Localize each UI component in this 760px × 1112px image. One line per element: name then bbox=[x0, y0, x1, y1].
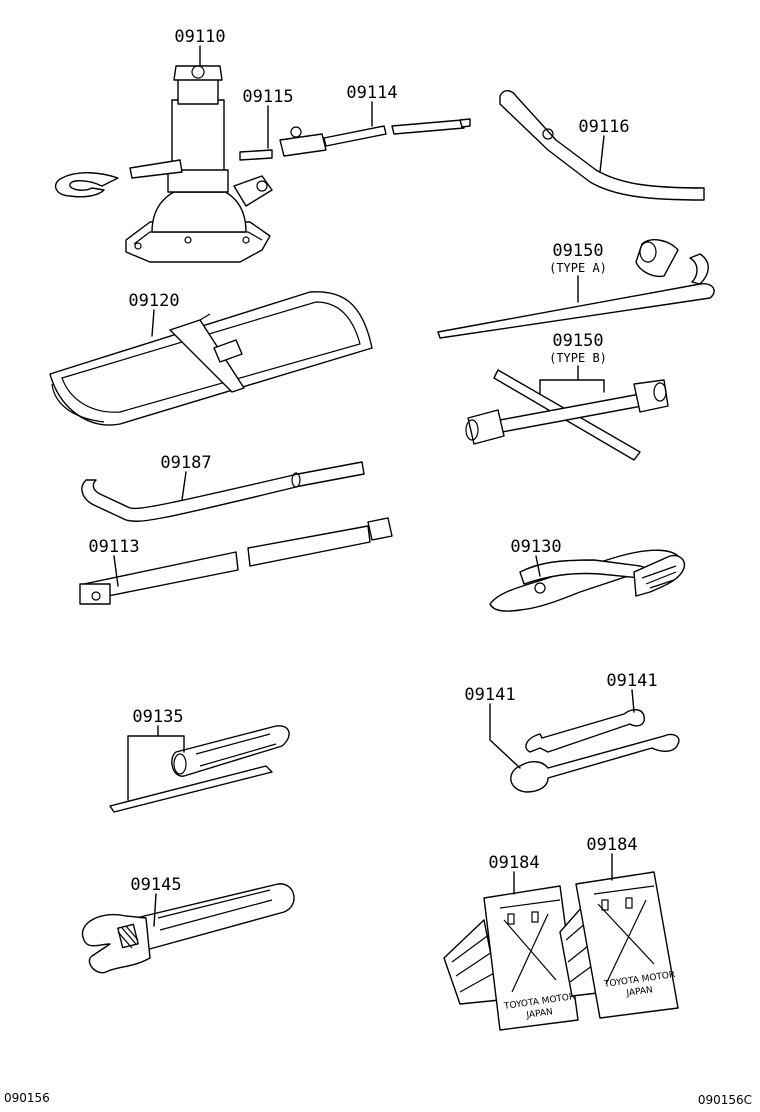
tool-bag-drawing bbox=[49, 291, 373, 426]
label-handle-bar: 09187 bbox=[160, 453, 211, 473]
wheel-wrench-bar-drawing bbox=[499, 90, 705, 201]
label-lug-wrench-b-type: (TYPE B) bbox=[549, 351, 607, 365]
label-lug-wrench-a-type: (TYPE A) bbox=[549, 261, 607, 275]
jack-handle-drawing bbox=[239, 118, 471, 161]
label-chock-left: 09184 bbox=[488, 853, 539, 873]
label-wheel-wrench-bar: 09116 bbox=[578, 117, 629, 137]
label-chock-right: 09184 bbox=[586, 835, 637, 855]
chock-left-country: JAPAN bbox=[525, 1007, 554, 1021]
label-lug-wrench-b: 09150 bbox=[552, 331, 603, 351]
extension-bar-drawing bbox=[79, 517, 393, 605]
label-wrench-lower: 09141 bbox=[464, 685, 515, 705]
label-tool-bag: 09120 bbox=[128, 291, 179, 311]
label-screwdriver: 09135 bbox=[132, 707, 183, 727]
label-jack-handle-ext: 09115 bbox=[242, 87, 293, 107]
lug-wrench-a-drawing bbox=[437, 239, 715, 339]
label-lug-wrench-a: 09150 bbox=[552, 241, 603, 261]
label-wrench-upper: 09141 bbox=[606, 671, 657, 691]
screwdriver-drawing bbox=[109, 725, 290, 813]
pliers-drawing bbox=[489, 549, 686, 612]
chock-right-drawing bbox=[559, 871, 679, 1019]
wrench-lower-drawing bbox=[510, 733, 680, 793]
label-jack-handle: 09114 bbox=[346, 83, 397, 103]
lug-wrench-b-drawing bbox=[465, 369, 669, 461]
jack-drawing bbox=[54, 65, 273, 263]
wrench-upper-drawing bbox=[525, 709, 645, 753]
footer-right-code: 090156C bbox=[698, 1093, 752, 1107]
adjustable-wrench-drawing bbox=[81, 883, 295, 974]
label-jack: 09110 bbox=[174, 27, 225, 47]
footer-left-code: 090156 bbox=[4, 1091, 50, 1105]
chock-right-country: JAPAN bbox=[625, 985, 654, 999]
label-pliers: 09130 bbox=[510, 537, 561, 557]
chock-left-drawing bbox=[443, 885, 579, 1031]
label-adjustable-wrench: 09145 bbox=[130, 875, 181, 895]
handle-bar-drawing bbox=[81, 461, 365, 522]
label-extension-bar: 09113 bbox=[88, 537, 139, 557]
